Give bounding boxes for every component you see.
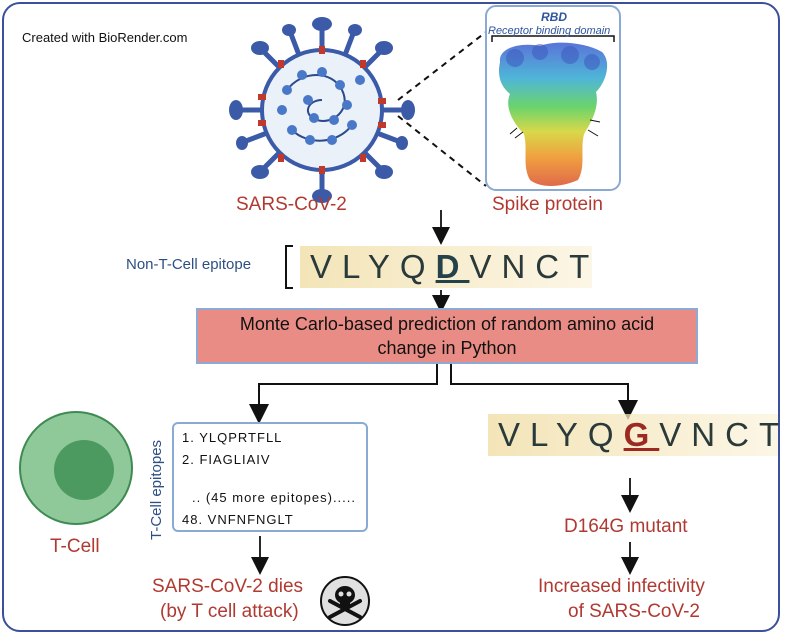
sequence-prefix: VLYQ	[310, 248, 436, 285]
epitope-item: 1. YLQPRTFLL	[182, 430, 283, 445]
rbd-bracket	[491, 35, 615, 42]
rbd-subtitle: Receptor binding domain	[488, 25, 611, 37]
virus-label: SARS-CoV-2	[236, 194, 347, 215]
non-tcell-epitope-label: Non-T-Cell epitope	[126, 256, 252, 273]
tcell-label: T-Cell	[50, 536, 100, 557]
spike-protein-label: Spike protein	[492, 194, 603, 215]
original-residue: D	[435, 248, 470, 285]
mutant-label: D164G mutant	[564, 516, 688, 537]
arrow-to-mutant-sequence	[450, 364, 638, 420]
sequence-suffix: VNCT	[659, 416, 790, 453]
tcell-epitopes-label: T-Cell epitopes	[148, 439, 165, 540]
epitope-item: 48. VNFNFNGLT	[182, 512, 294, 527]
tcell-icon	[19, 411, 133, 525]
virus-icon	[229, 17, 415, 203]
infectivity-line2: of SARS-CoV-2	[568, 601, 700, 622]
process-label: Monte Carlo-based prediction of random a…	[239, 314, 655, 358]
rbd-title: RBD	[541, 10, 567, 24]
virus-dies-line2: (by T cell attack)	[160, 601, 299, 622]
epitope-item: 2. FIAGLIAIV	[182, 452, 271, 467]
skull-crossbones-icon	[320, 576, 370, 626]
mutated-residue: G	[623, 416, 660, 453]
zoom-line-top	[397, 31, 487, 101]
sequence-bracket	[285, 245, 293, 289]
sequence-prefix: VLYQ	[498, 416, 624, 453]
zoom-line-bottom	[397, 115, 487, 187]
virus-dies-line1: SARS-CoV-2 dies	[152, 576, 304, 597]
spike-protein-icon	[499, 42, 608, 186]
infectivity-line1: Increased infectivity	[538, 576, 705, 597]
epitope-item: .. (45 more epitopes).....	[192, 490, 357, 505]
monte-carlo-process-box: Monte Carlo-based prediction of random a…	[196, 308, 698, 364]
credit-text: Created with BioRender.com	[22, 30, 188, 45]
diagram-frame	[2, 2, 780, 632]
tcell-epitope-list: 1. YLQPRTFLL 2. FIAGLIAIV .. (45 more ep…	[172, 422, 368, 532]
arrow-to-tcell-epitopes	[249, 364, 438, 424]
sequence-suffix: VNCT	[469, 248, 600, 285]
